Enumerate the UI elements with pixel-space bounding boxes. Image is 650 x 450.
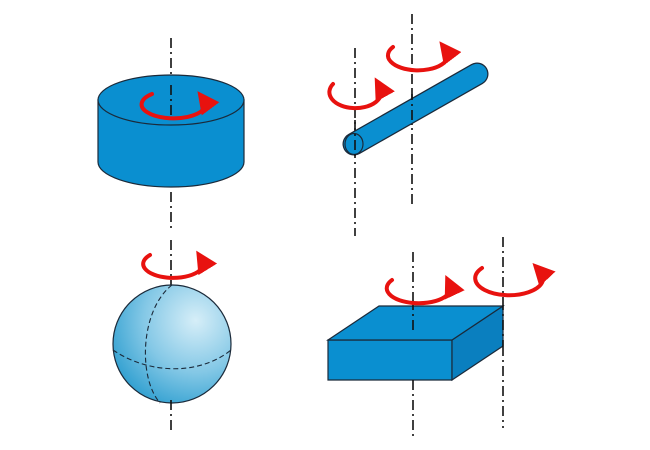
cylinder-rotation-arrow-icon	[139, 91, 220, 121]
sphere-group	[112, 240, 232, 432]
rod-group	[327, 14, 489, 236]
plate-left-rotation-arrow-icon	[384, 275, 465, 306]
rod-end-cap	[344, 132, 364, 156]
sphere-meridian	[144, 284, 173, 404]
rod-body	[343, 63, 488, 155]
plate-front-face	[327, 339, 453, 381]
sphere-rotation-arrow-icon	[141, 250, 218, 280]
rod-left-rotation-arrow-icon	[327, 77, 395, 111]
plate-group	[326, 237, 556, 438]
sphere-body	[112, 284, 232, 404]
plate-right-rotation-arrow-icon	[473, 262, 556, 298]
rod-right-rotation-arrow-icon	[385, 41, 462, 73]
sphere-equator	[112, 349, 232, 370]
cylinder-group	[97, 38, 245, 232]
